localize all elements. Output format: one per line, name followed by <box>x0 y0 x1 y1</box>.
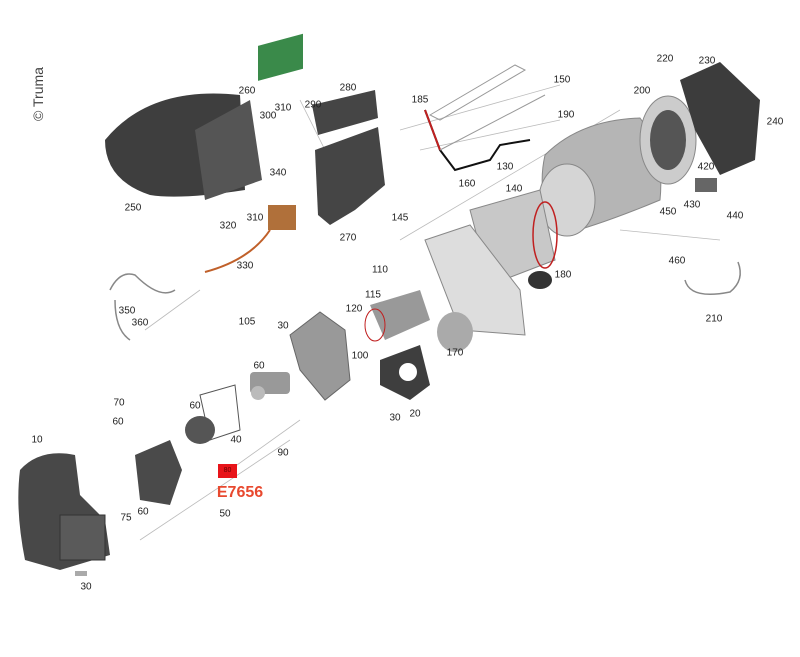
part-label[interactable]: 10 <box>31 434 43 446</box>
part-label[interactable]: 330 <box>236 260 254 272</box>
part-label[interactable]: 260 <box>238 85 256 97</box>
part-label[interactable]: 350 <box>118 305 136 317</box>
part-label[interactable]: 75 <box>120 512 132 524</box>
part-label[interactable]: 210 <box>705 313 723 325</box>
part-label[interactable]: 90 <box>277 447 289 459</box>
part-label[interactable]: 200 <box>633 85 651 97</box>
part-label[interactable]: 460 <box>668 255 686 267</box>
heat-exchanger-190 <box>538 117 662 237</box>
part-label[interactable]: 160 <box>458 178 476 190</box>
part-label[interactable]: 60 <box>189 400 201 412</box>
pump-unit-60 <box>250 372 290 400</box>
part-label[interactable]: 140 <box>505 183 523 195</box>
part-label[interactable]: 270 <box>339 232 357 244</box>
part-label[interactable]: 340 <box>269 167 287 179</box>
part-label[interactable]: 115 <box>365 289 381 301</box>
tube-115 <box>364 290 430 342</box>
part-label[interactable]: 360 <box>131 317 149 329</box>
part-label[interactable]: 190 <box>557 109 575 121</box>
part-label[interactable]: 20 <box>409 408 421 420</box>
part-label[interactable]: 310 <box>274 102 292 114</box>
part-label[interactable]: 30 <box>277 320 289 332</box>
part-label[interactable]: 150 <box>553 74 571 86</box>
part-label[interactable]: 110 <box>372 264 388 276</box>
part-label[interactable]: 240 <box>766 116 784 128</box>
copyright-text: © Truma <box>30 67 46 121</box>
part-label[interactable]: 430 <box>683 199 701 211</box>
part-label[interactable]: 450 <box>659 206 677 218</box>
gasket-40 <box>185 384 241 444</box>
part-label[interactable]: 220 <box>656 53 674 65</box>
diagram-code: E7656 <box>216 484 264 501</box>
blower-170 <box>437 312 473 352</box>
part-label[interactable]: 50 <box>219 508 231 520</box>
sensor-420 <box>695 178 717 192</box>
part-label[interactable]: 250 <box>124 202 142 214</box>
cable-330 <box>204 229 271 273</box>
cover-10 <box>18 453 111 570</box>
part-label[interactable]: 145 <box>391 212 409 224</box>
highlighted-part-80[interactable]: 80 <box>218 464 237 478</box>
part-label[interactable]: 170 <box>446 347 464 359</box>
screw-30 <box>75 571 87 576</box>
part-label[interactable]: 130 <box>496 161 514 173</box>
part-label[interactable]: 60 <box>137 506 149 518</box>
cover-270 <box>315 127 385 225</box>
part-label[interactable]: 60 <box>253 360 265 372</box>
part-label[interactable]: 290 <box>304 99 322 111</box>
circuit-board-290 <box>258 33 303 81</box>
part-label[interactable]: 100 <box>351 350 369 362</box>
part-label[interactable]: 300 <box>259 110 277 122</box>
part-label[interactable]: 30 <box>80 581 92 593</box>
part-label[interactable]: 280 <box>339 82 357 94</box>
part-label[interactable]: 180 <box>554 269 572 281</box>
cable-210 <box>684 261 741 295</box>
part-label[interactable]: 440 <box>726 210 744 222</box>
plate-30 <box>289 311 351 401</box>
part-label[interactable]: 320 <box>219 220 237 232</box>
part-label[interactable]: 60 <box>112 416 124 428</box>
motor-180 <box>528 271 552 289</box>
part-label[interactable]: 230 <box>698 55 716 67</box>
part-label[interactable]: 185 <box>411 94 429 106</box>
leader-lines <box>139 84 721 541</box>
part-label[interactable]: 40 <box>230 434 242 446</box>
part-label[interactable]: 105 <box>238 316 256 328</box>
cover-280 <box>312 90 378 135</box>
control-housing-260 <box>195 100 262 200</box>
cable-350 <box>109 273 176 341</box>
rail-150 <box>428 64 546 151</box>
part-label[interactable]: 30 <box>389 412 401 424</box>
circuit-board-320 <box>268 205 296 230</box>
end-housing-220 <box>680 62 760 175</box>
fan-unit-50 <box>135 440 182 505</box>
part-label[interactable]: 70 <box>113 397 125 409</box>
part-label[interactable]: 420 <box>697 161 715 173</box>
wire-harness-160 <box>424 109 531 172</box>
ring-200 <box>639 95 697 185</box>
bracket-20 <box>380 345 430 400</box>
part-label[interactable]: 310 <box>246 212 264 224</box>
part-label[interactable]: 120 <box>345 303 363 315</box>
